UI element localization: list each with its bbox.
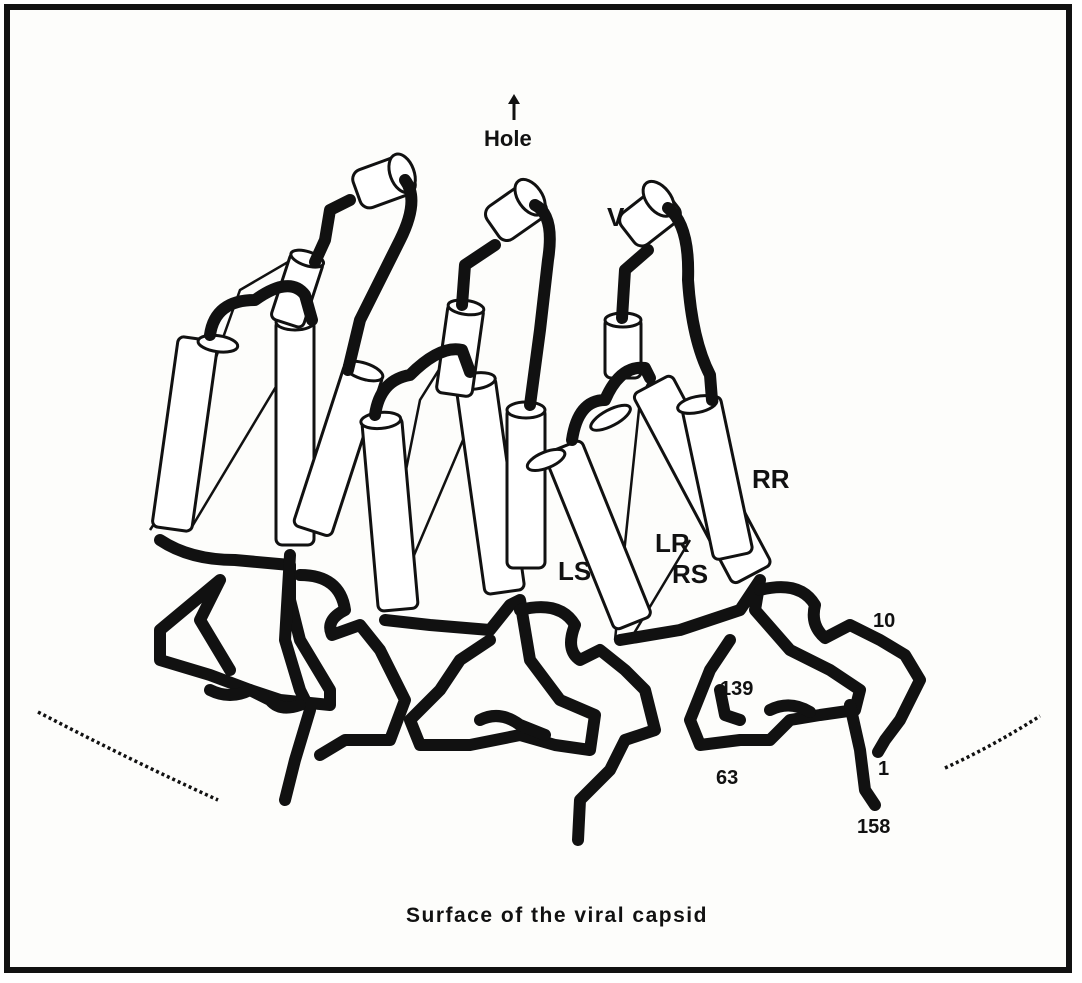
capsid-surface-arc-left — [38, 712, 218, 800]
arrow-up-icon — [508, 94, 520, 120]
label-residue-1: 1 — [878, 758, 889, 780]
figure-caption: Surface of the viral capsid — [406, 904, 708, 927]
capsid-surface-arc-right — [945, 716, 1040, 768]
label-residue-139: 139 — [720, 678, 753, 700]
protomer-middle — [360, 174, 655, 840]
label-hole: Hole — [484, 126, 532, 151]
label-residue-158: 158 — [857, 816, 890, 838]
label-residue-63: 63 — [716, 767, 738, 789]
label-rr: RR — [752, 464, 790, 494]
label-residue-10: 10 — [873, 610, 895, 632]
label-ls: LS — [558, 556, 591, 586]
label-lr: LR — [655, 528, 690, 558]
label-v: V — [607, 202, 625, 232]
label-rs: RS — [672, 559, 708, 589]
